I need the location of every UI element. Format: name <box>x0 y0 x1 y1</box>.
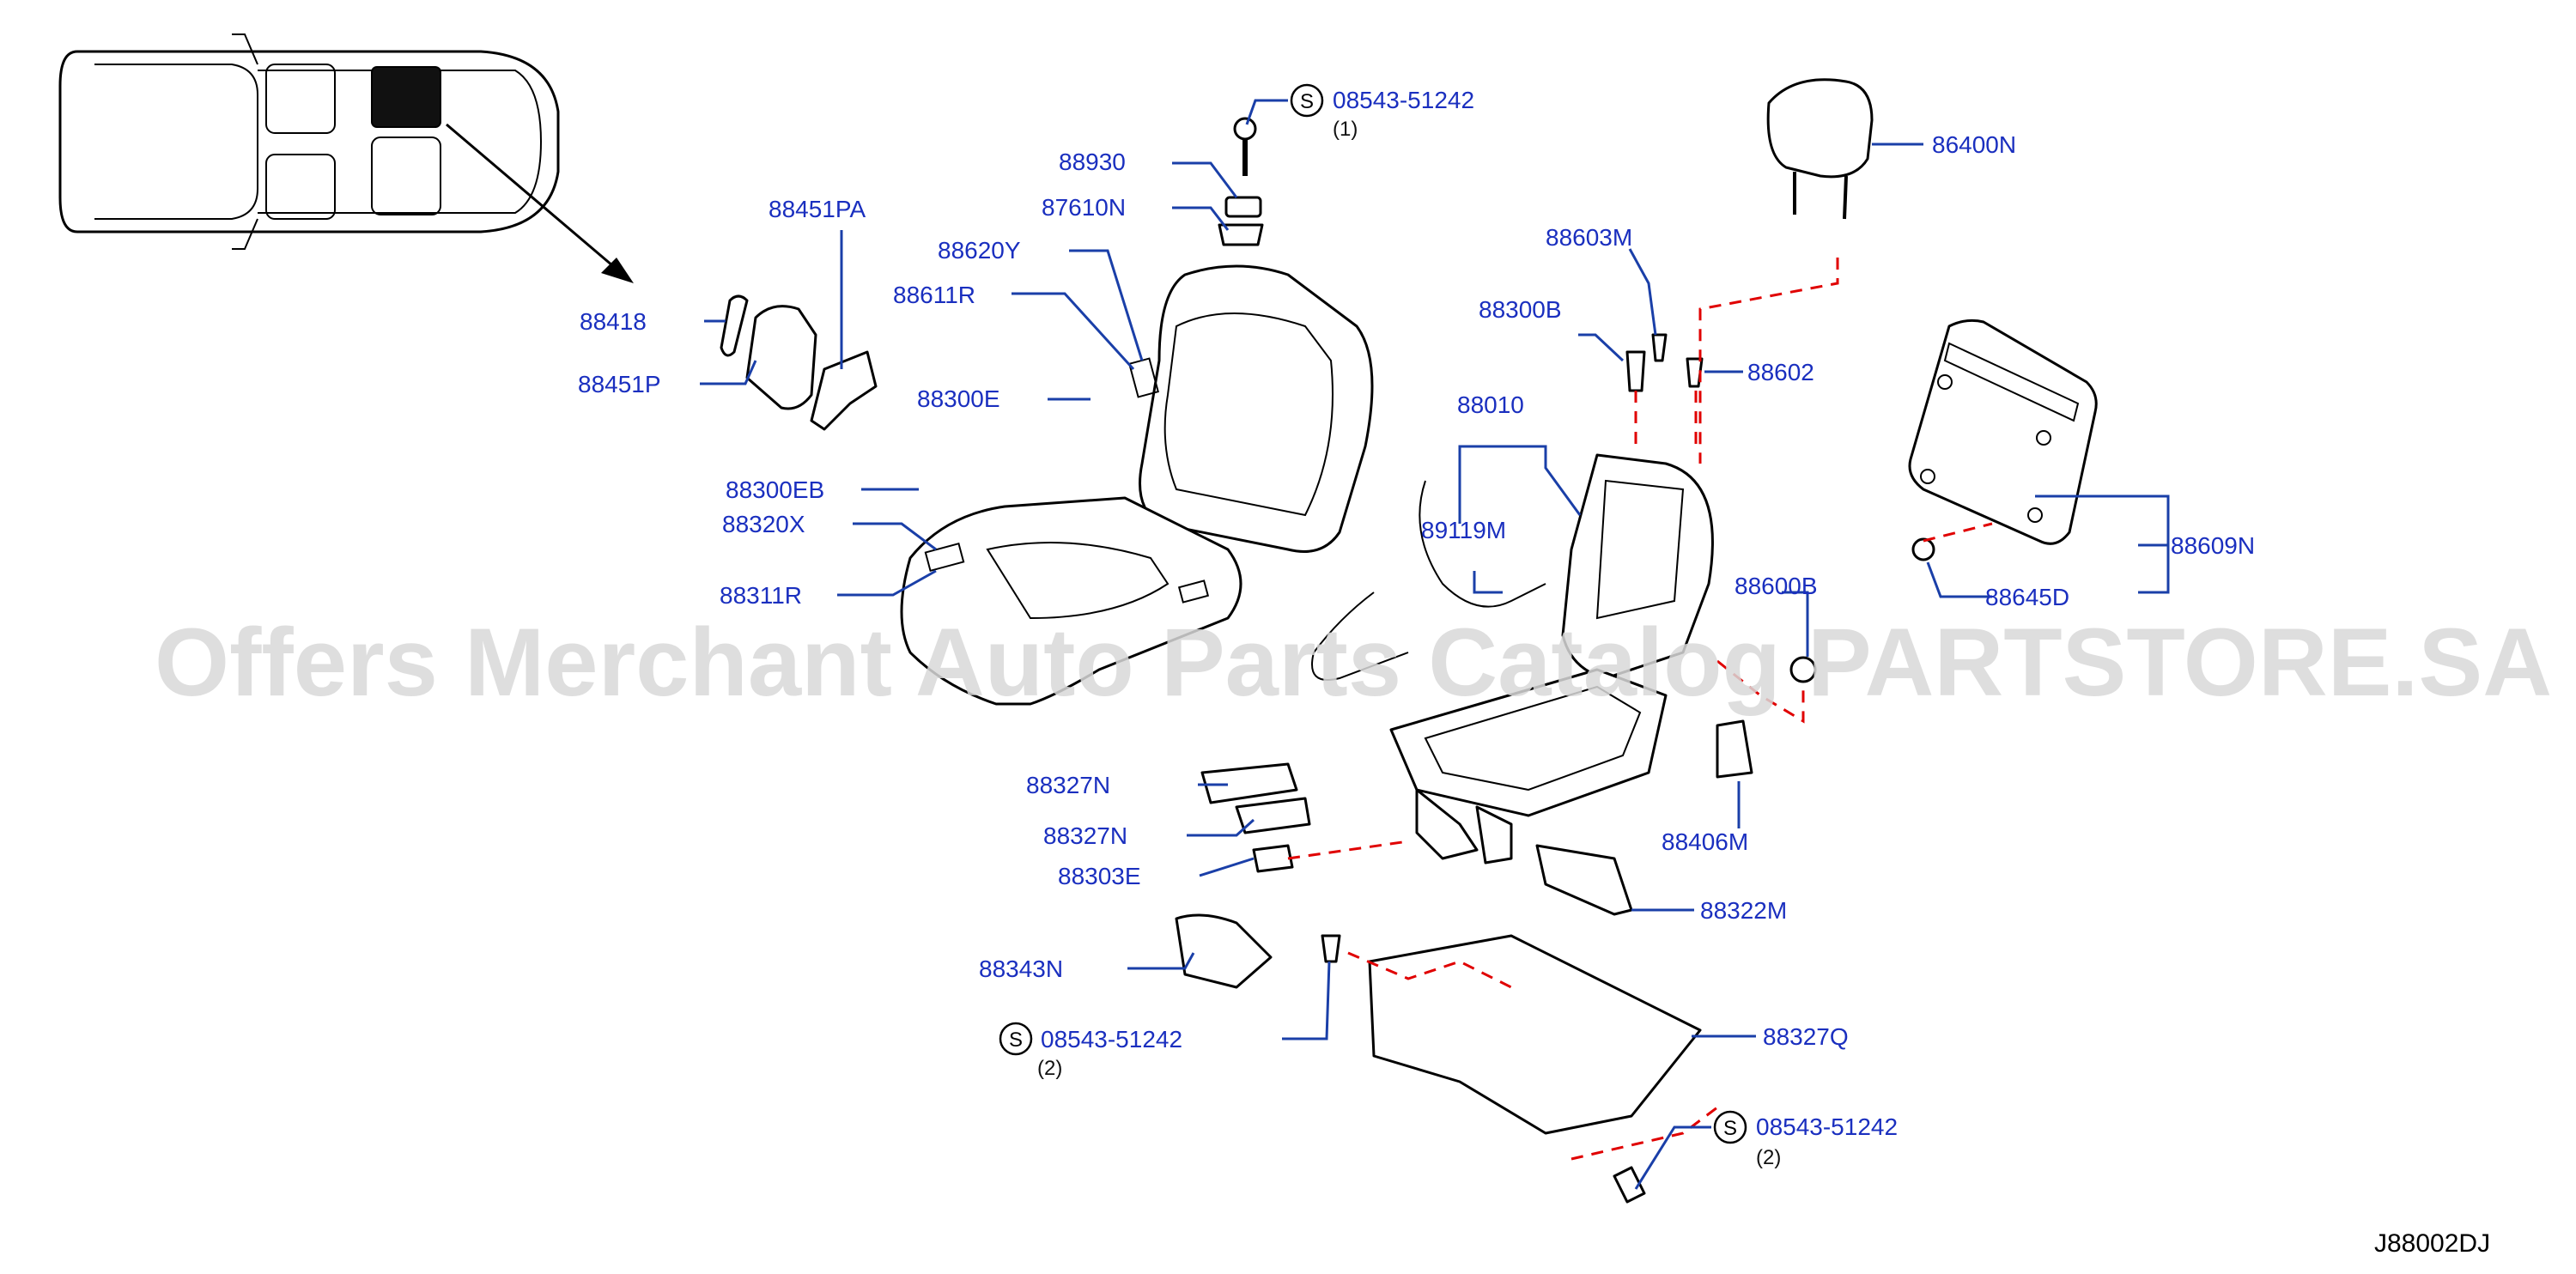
highlighted-seat-icon <box>371 66 441 128</box>
screw-symbol-left: S <box>999 1022 1033 1056</box>
label-88303E[interactable]: 88303E <box>1058 863 1141 889</box>
part-87610N-shape <box>1218 223 1264 246</box>
label-88010[interactable]: 88010 <box>1457 391 1524 418</box>
part-88603M-shape <box>1651 333 1668 362</box>
label-88451PA[interactable]: 88451PA <box>769 196 866 222</box>
svg-text:S: S <box>1300 90 1314 113</box>
label-88327Q[interactable]: 88327Q <box>1763 1023 1849 1050</box>
label-88300E[interactable]: 88300E <box>917 385 1000 412</box>
lower-parts <box>1175 762 1702 1204</box>
svg-text:S: S <box>1723 1117 1737 1140</box>
watermark-text: Offers Merchant Auto Parts Catalog PARTS… <box>155 609 2552 716</box>
label-08543-51242-top[interactable]: 08543-51242 <box>1333 87 1474 113</box>
svg-text:S: S <box>1009 1028 1023 1052</box>
screw-symbol-top: S <box>1290 83 1324 118</box>
headrest-illustration <box>1766 78 1874 220</box>
top-fasteners <box>1218 117 1264 246</box>
screw-symbol-right: S <box>1713 1110 1747 1144</box>
label-86400N[interactable]: 86400N <box>1932 131 2016 158</box>
label-88930[interactable]: 88930 <box>1059 149 1126 175</box>
part-88300B-shape <box>1625 350 1646 392</box>
label-87610N[interactable]: 87610N <box>1042 194 1126 221</box>
side-trim-parts <box>720 294 878 431</box>
part-88406M-shape <box>1716 719 1753 779</box>
label-08543-51242-left[interactable]: 08543-51242 <box>1041 1026 1182 1053</box>
part-88327N-top-shape <box>1200 762 1298 804</box>
part-88451PA-shape <box>810 350 878 431</box>
label-88343N[interactable]: 88343N <box>979 956 1063 982</box>
seat-cushion-illustration <box>900 496 1242 706</box>
label-88418[interactable]: 88418 <box>580 308 647 335</box>
right-small-parts <box>1625 333 1935 779</box>
screw-right-shape <box>1613 1166 1646 1204</box>
label-qty-top: (1) <box>1333 118 1358 141</box>
part-88451P-shape <box>745 305 817 410</box>
label-08543-51242-right[interactable]: 08543-51242 <box>1756 1113 1898 1140</box>
part-88303E-shape <box>1252 844 1294 873</box>
wire-harness-illustration <box>1311 480 1546 681</box>
label-89119M[interactable]: 89119M <box>1421 517 1506 543</box>
label-88327N-top[interactable]: 88327N <box>1026 772 1110 798</box>
part-88645D-shape <box>1911 537 1935 561</box>
part-88343N-shape <box>1175 913 1273 989</box>
screw-left-shape <box>1321 934 1341 963</box>
part-88600B-shape <box>1789 656 1817 683</box>
part-88418-shape <box>720 294 749 357</box>
label-88603M[interactable]: 88603M <box>1546 224 1632 251</box>
label-88311R[interactable]: 88311R <box>720 582 802 609</box>
part-88602-shape <box>1686 357 1704 388</box>
part-88327Q-shape <box>1368 934 1702 1135</box>
vehicle-overview-illustration <box>58 33 634 283</box>
label-88609N[interactable]: 88609N <box>2171 532 2255 559</box>
part-88322M-shape <box>1535 844 1633 916</box>
label-88645D[interactable]: 88645D <box>1985 584 2069 610</box>
label-88406M[interactable]: 88406M <box>1662 828 1748 855</box>
label-88300EB[interactable]: 88300EB <box>726 476 824 503</box>
seat-back-illustration <box>1128 264 1374 553</box>
label-88600B[interactable]: 88600B <box>1735 573 1818 599</box>
label-88320X[interactable]: 88320X <box>722 511 805 537</box>
label-88611R[interactable]: 88611R <box>893 282 975 308</box>
assembly-guide-lines <box>1287 258 1993 1161</box>
diagram-code: J88002DJ <box>2374 1229 2490 1258</box>
label-88451P[interactable]: 88451P <box>578 371 661 397</box>
seat-frame-illustration <box>1389 453 1714 864</box>
label-qty-right: (2) <box>1756 1146 1781 1169</box>
label-88602[interactable]: 88602 <box>1747 359 1814 385</box>
label-88300B[interactable]: 88300B <box>1479 296 1562 323</box>
part-88930-shape <box>1224 196 1262 218</box>
label-88322M[interactable]: 88322M <box>1700 897 1787 924</box>
label-88620Y[interactable]: 88620Y <box>938 237 1021 264</box>
label-88327N-bottom[interactable]: 88327N <box>1043 822 1127 849</box>
label-qty-left: (2) <box>1037 1057 1062 1080</box>
back-panel-illustration <box>1908 318 2098 545</box>
part-88327N-bottom-shape <box>1235 797 1311 834</box>
leader-lines <box>700 99 2170 1190</box>
